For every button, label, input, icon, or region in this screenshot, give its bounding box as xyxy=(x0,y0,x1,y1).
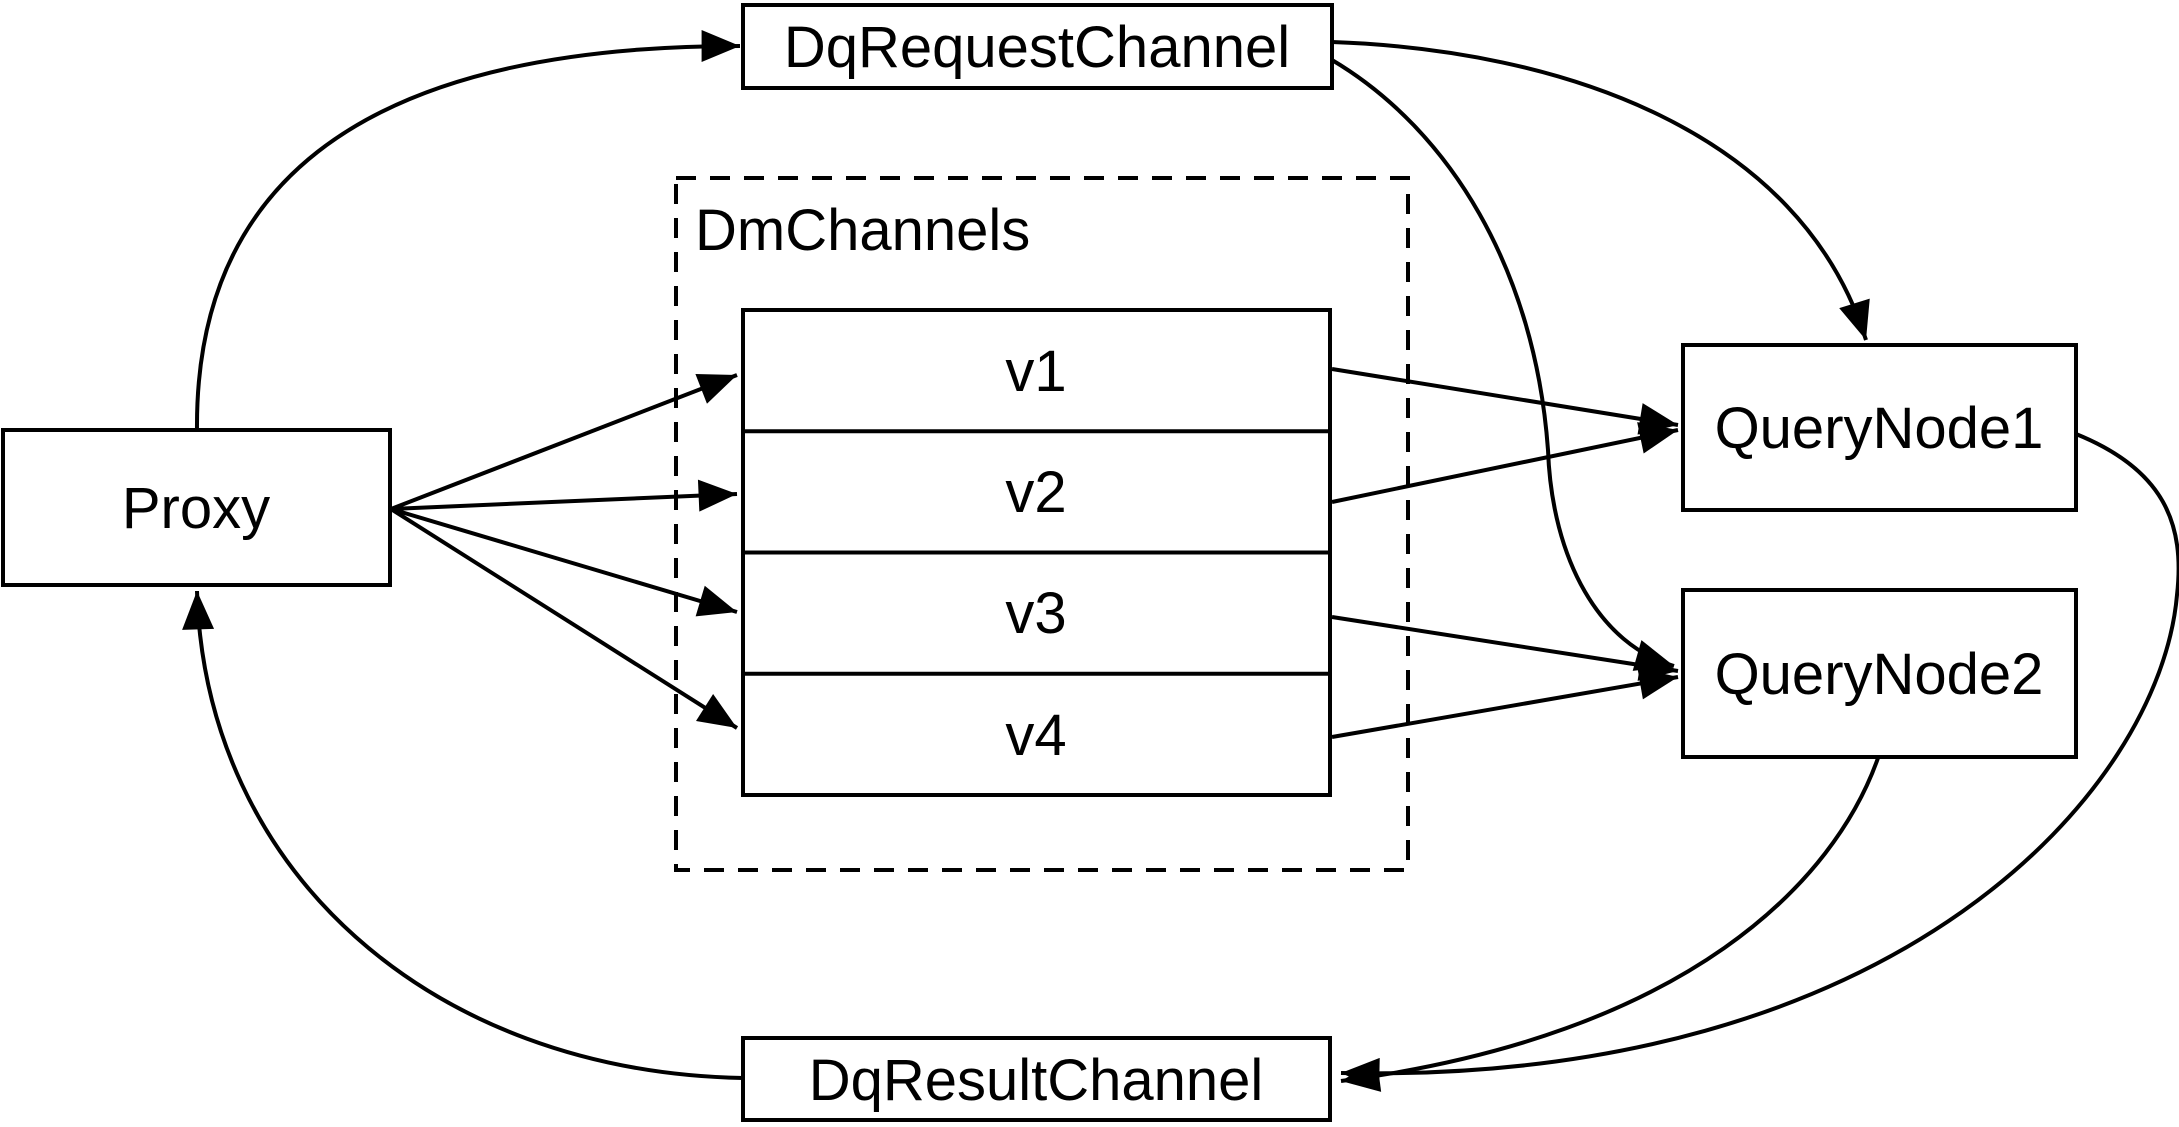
query-node-2-box xyxy=(1681,588,2078,759)
edge-querynode1-to-dqresultchannel xyxy=(1340,432,2179,1090)
edge-proxy-to-v4 xyxy=(389,507,739,730)
edge-proxy-to-v2 xyxy=(390,479,738,512)
dq-result-channel-label: DqResultChannel xyxy=(809,1048,1264,1113)
edge-v2-to-querynode1 xyxy=(1331,422,1679,504)
proxy-label: Proxy xyxy=(122,476,270,541)
proxy-box xyxy=(1,428,392,587)
edge-v1-to-querynode1 xyxy=(1331,367,1679,435)
dm-channels-dashed-box xyxy=(674,176,1410,872)
group-dm-channels: DmChannels v1 v2 v3 v4 xyxy=(674,176,1410,872)
edge-dqrequestchannel-to-querynode2 xyxy=(1330,58,1675,671)
edge-querynode2-to-dqresultchannel xyxy=(1340,757,1880,1092)
dq-request-channel-label: DqRequestChannel xyxy=(784,15,1290,80)
edge-proxy-to-v3 xyxy=(390,507,738,617)
channel-row-v4-label: v4 xyxy=(1005,703,1066,768)
node-proxy: Proxy xyxy=(1,428,392,587)
node-dq-request-channel: DqRequestChannel xyxy=(741,3,1334,90)
edge-v3-to-querynode2 xyxy=(1331,615,1679,681)
query-node-2-label: QueryNode2 xyxy=(1715,642,2044,707)
node-query-node-2: QueryNode2 xyxy=(1681,588,2078,759)
edge-proxy-to-dqrequestchannel xyxy=(194,30,741,431)
dm-channels-label: DmChannels xyxy=(695,198,1030,263)
node-query-node-1: QueryNode1 xyxy=(1681,343,2078,512)
edge-dqrequestchannel-to-querynode1 xyxy=(1331,40,1870,341)
query-node-1-box xyxy=(1681,343,2078,512)
channel-row-v3-label: v3 xyxy=(1005,581,1066,646)
channel-row-v1-label: v1 xyxy=(1005,339,1066,404)
edge-dqresultchannel-to-proxy xyxy=(182,590,744,1080)
dq-request-channel-box xyxy=(741,3,1334,90)
query-node-1-label: QueryNode1 xyxy=(1715,396,2044,461)
channel-row-v2-label: v2 xyxy=(1005,460,1066,525)
edge-v4-to-querynode2 xyxy=(1331,667,1679,739)
node-dq-result-channel: DqResultChannel xyxy=(741,1036,1332,1122)
edge-proxy-to-v1 xyxy=(390,373,738,511)
dq-result-channel-box xyxy=(741,1036,1332,1122)
